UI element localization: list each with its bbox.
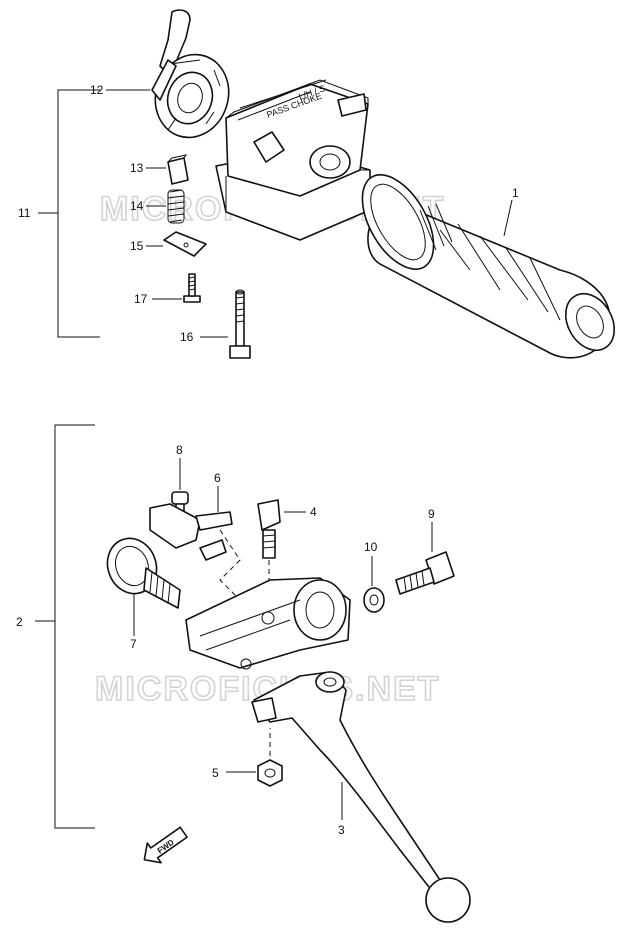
callout-6: 6	[214, 471, 221, 485]
part-3-lever	[251, 671, 471, 923]
callout-15: 15	[130, 239, 144, 253]
callout-5: 5	[212, 766, 219, 780]
part-10-washer	[363, 587, 385, 613]
leader-1	[503, 199, 513, 237]
lever-holder	[185, 577, 351, 670]
callout-14: 14	[130, 199, 144, 213]
part-6-switch	[149, 503, 241, 601]
part-15-plate	[163, 231, 207, 257]
part-13-cap	[167, 154, 189, 185]
part-9-bolt	[395, 551, 455, 595]
callout-16: 16	[180, 330, 194, 344]
part-7-adjuster	[106, 537, 181, 609]
callout-13: 13	[130, 161, 144, 175]
callout-11: 11	[18, 206, 31, 220]
part-12-choke-lever	[151, 9, 230, 139]
bracket-2	[54, 424, 95, 829]
callout-17: 17	[134, 292, 148, 306]
part-5-nut	[257, 728, 283, 787]
part-14-spring	[167, 189, 185, 224]
part-1-grip	[361, 174, 616, 359]
callout-3: 3	[338, 823, 345, 837]
part-17-screw	[183, 273, 201, 303]
part-16-screw	[229, 289, 251, 359]
part-4-bolt	[257, 499, 281, 620]
callout-4: 4	[310, 505, 317, 519]
callout-7: 7	[130, 637, 137, 651]
bracket-11	[57, 89, 100, 338]
switch-housing: PASS CHOKE L/H / S	[215, 79, 371, 241]
callout-12: 12	[90, 83, 104, 97]
callout-2: 2	[16, 615, 23, 629]
callout-8: 8	[176, 443, 183, 457]
callout-10: 10	[364, 540, 378, 554]
callout-1: 1	[512, 186, 519, 200]
callout-9: 9	[428, 507, 435, 521]
fwd-arrow-icon: FWD	[143, 826, 188, 864]
